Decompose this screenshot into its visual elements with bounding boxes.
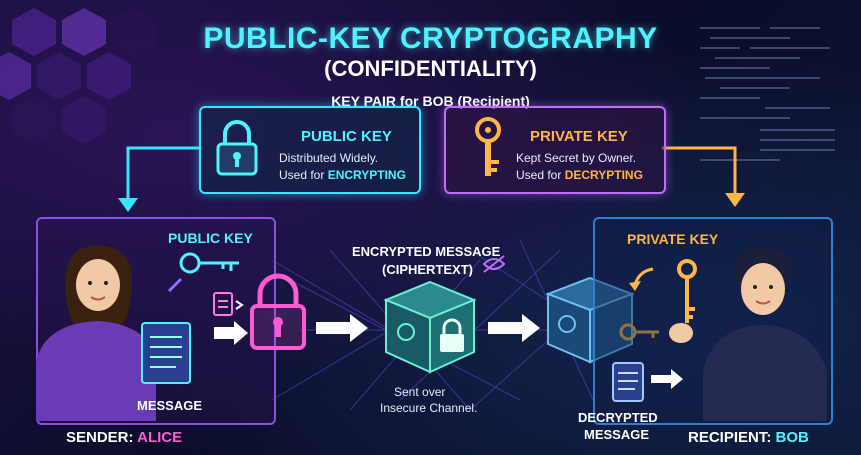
recipient-caption: RECIPIENT: BOB (688, 429, 809, 446)
decrypted-label-line1: DECRYPTED (578, 410, 658, 425)
key-pair-label: KEY PAIR for BOB (Recipient) (331, 93, 530, 109)
hexagon-pattern (0, 8, 156, 144)
hidden-eye-icon (482, 255, 506, 273)
small-document-icon (213, 292, 244, 316)
code-lines-decor (700, 27, 835, 161)
alice-avatar (36, 245, 156, 421)
private-key-desc-line1: Kept Secret by Owner. (516, 151, 637, 165)
message-document-icon (141, 322, 191, 384)
private-key-connector-arrow (662, 146, 737, 198)
sender-illustration (36, 245, 248, 421)
recipient-private-key-label: PRIVATE KEY (627, 231, 719, 247)
bob-avatar (669, 247, 827, 421)
decrypt-cube-icon (545, 276, 659, 364)
arrow-to-decrypt-icon (488, 314, 540, 342)
key-icon (475, 117, 501, 176)
sender-caption: SENDER: ALICE (66, 429, 183, 446)
channel-label-line1: Sent over (394, 385, 446, 399)
page-subtitle: (CONFIDENTIALITY) (324, 56, 537, 81)
decrypted-document-icon (612, 362, 644, 402)
decrypted-label-line2: MESSAGE (584, 427, 650, 442)
private-key-desc-line2: Used for DECRYPTING (516, 168, 643, 182)
pointer-arrow-icon (167, 277, 183, 293)
arrow-to-bob-icon (651, 369, 683, 389)
gold-key-icon (677, 259, 697, 323)
ciphertext-label: (CIPHERTEXT) (382, 262, 473, 277)
message-label: MESSAGE (137, 398, 203, 413)
public-key-icon (179, 252, 239, 274)
magenta-padlock-icon (250, 273, 306, 350)
public-key-desc-line1: Distributed Widely. (279, 151, 379, 165)
curved-arrowhead-icon (629, 281, 641, 291)
page-title: PUBLIC-KEY CRYPTOGRAPHY (203, 22, 658, 55)
channel-label-line2: Insecure Channel. (380, 401, 478, 415)
public-key-box: PUBLIC KEY Distributed Widely. Used for … (199, 106, 421, 194)
private-key-heading: PRIVATE KEY (530, 128, 628, 145)
encrypted-cube-icon (383, 280, 477, 374)
private-key-connector-arrowhead (725, 193, 745, 207)
private-key-box: PRIVATE KEY Kept Secret by Owner. Used f… (444, 106, 666, 194)
public-key-connector-arrowhead (118, 198, 138, 212)
arrow-to-cube-icon (316, 314, 368, 342)
public-key-heading: PUBLIC KEY (301, 128, 392, 145)
public-key-desc-line2: Used for ENCRYPTING (279, 168, 406, 182)
encrypted-message-label: ENCRYPTED MESSAGE (352, 244, 501, 259)
sender-public-key-label: PUBLIC KEY (168, 230, 253, 246)
padlock-icon (216, 120, 258, 176)
arrow-right-icon (214, 321, 248, 345)
recipient-illustration (612, 247, 827, 421)
public-key-connector-arrow (126, 146, 199, 205)
